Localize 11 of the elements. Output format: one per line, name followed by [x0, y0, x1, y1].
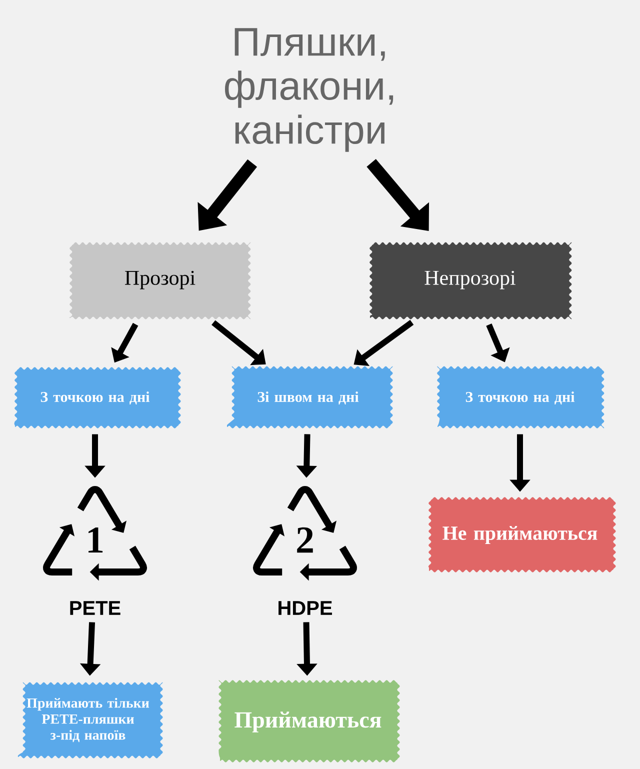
process-box: Непрозорі	[370, 242, 572, 320]
title: Пляшки, флакони, каністри	[225, 28, 394, 152]
process-box: Приймаються	[218, 680, 400, 762]
process-box: Не приймаються	[428, 497, 616, 572]
process-box: Зі швом на дні	[227, 366, 393, 428]
process-box: З точкою на дні	[437, 366, 604, 428]
plastic-code: PETE	[70, 601, 120, 615]
process-box: З точкою на дні	[14, 367, 181, 428]
process-box: Приймають тільки PETE-пляшки з-під напоїв	[18, 682, 163, 758]
plastic-code: HDPE	[278, 601, 332, 615]
process-box: Прозорі	[69, 242, 251, 320]
